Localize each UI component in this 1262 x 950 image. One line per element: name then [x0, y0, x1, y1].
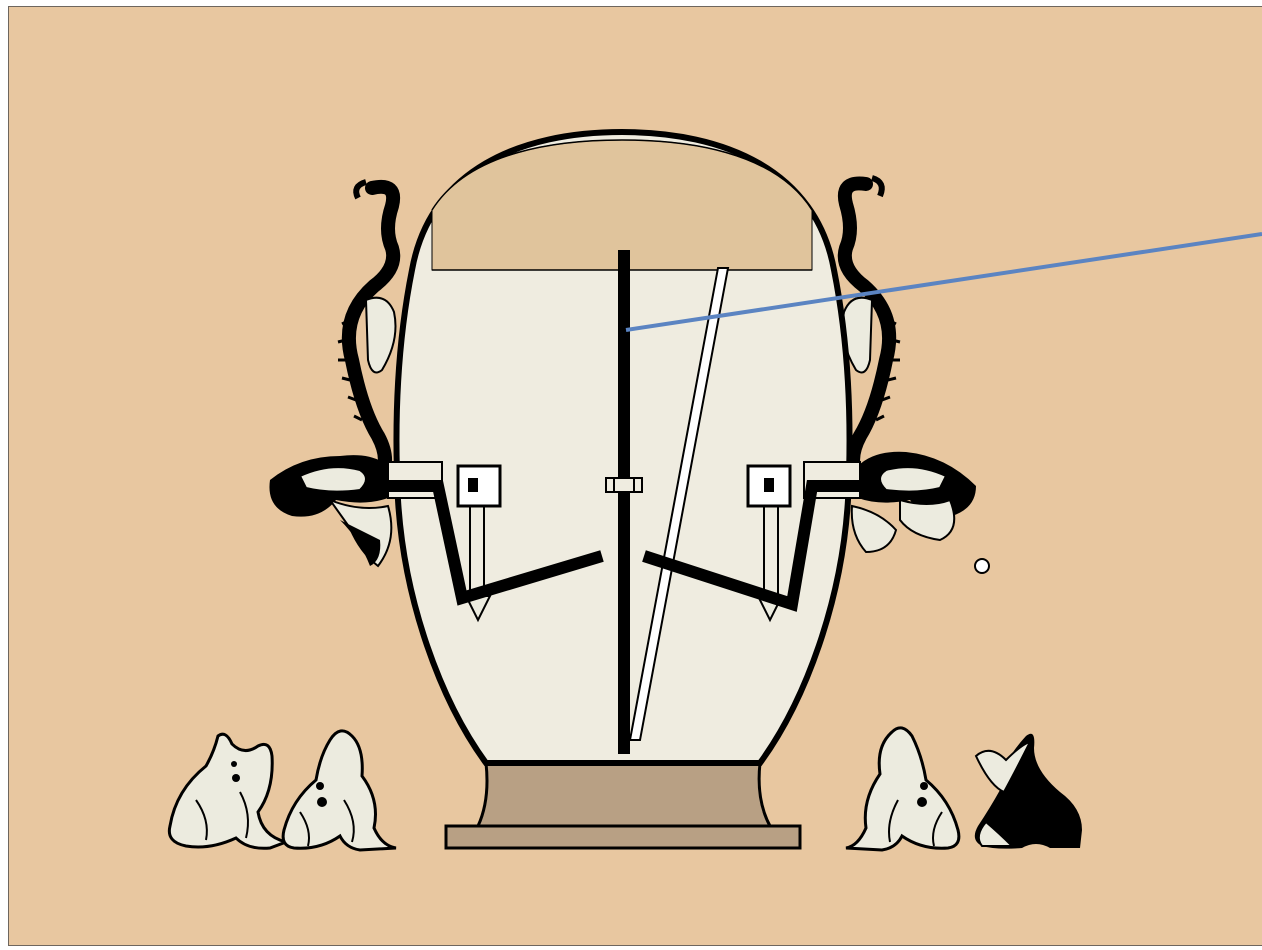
pedestal	[446, 763, 800, 848]
small-circle-marker	[975, 559, 989, 573]
